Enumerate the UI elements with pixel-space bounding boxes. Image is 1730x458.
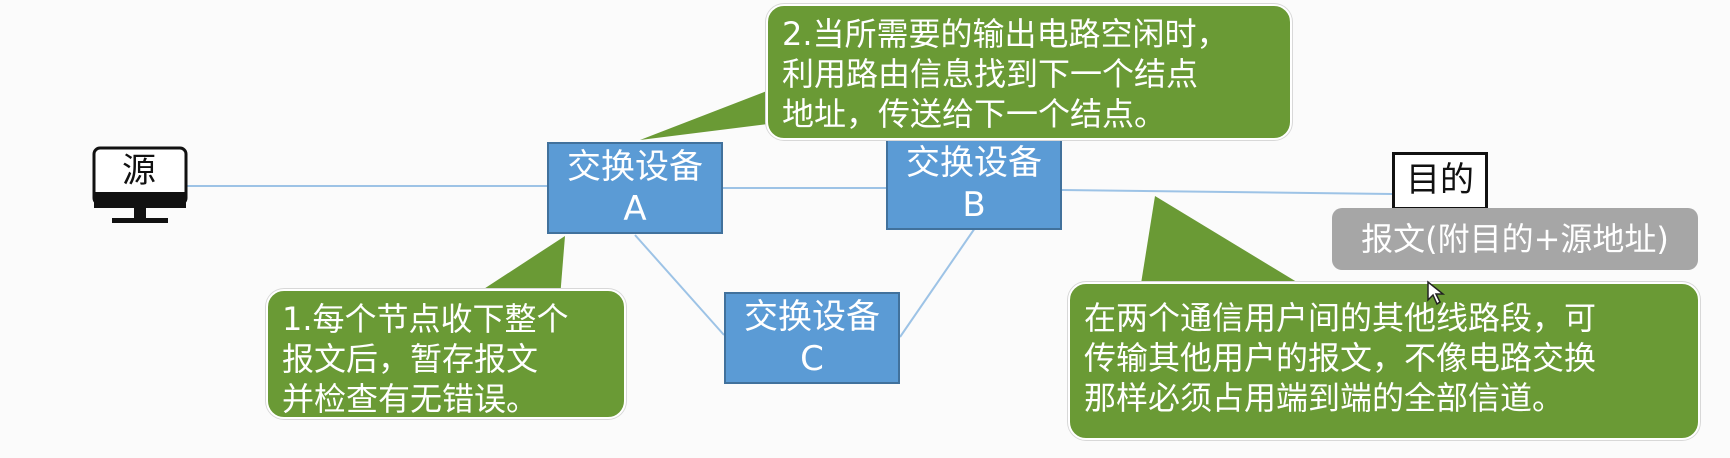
right-callout-tail: [1140, 196, 1310, 290]
callout-top-line-1: 2.当所需要的输出电路空闲时，: [782, 15, 1229, 53]
switch-a-name: 交换设备: [567, 147, 703, 187]
switch-a: 交换设备 A: [547, 142, 723, 234]
switch-c: 交换设备 C: [724, 292, 900, 384]
top-callout-tail: [640, 82, 800, 140]
link-b-dest: [1061, 189, 1393, 195]
source-label: 源: [122, 151, 156, 191]
link-a-c: [634, 234, 725, 336]
callout-left-line-1: 1.每个节点收下整个: [282, 300, 569, 338]
switch-c-letter: C: [800, 339, 824, 379]
switch-b-letter: B: [962, 185, 986, 225]
mouse-cursor-icon: [1427, 280, 1446, 306]
message-label: 报文(附目的+源地址): [1361, 220, 1669, 258]
callout-right-line-2: 传输其他用户的报文，不像电路交换: [1084, 339, 1597, 377]
destination-label: 目的: [1406, 160, 1474, 200]
callout-left: 1.每个节点收下整个 报文后，暂存报文 并检查有无错误。: [266, 289, 626, 419]
callout-top-line-3: 地址，传送给下一个结点。: [782, 95, 1167, 133]
callout-right: 在两个通信用户间的其他线路段，可 传输其他用户的报文，不像电路交换 那样必须占用…: [1068, 282, 1700, 440]
source-monitor: 源: [92, 146, 190, 228]
switch-a-letter: A: [623, 189, 647, 229]
left-callout-tail: [470, 236, 565, 298]
callout-top: 2.当所需要的输出电路空闲时， 利用路由信息找到下一个结点 地址，传送给下一个结…: [766, 4, 1292, 140]
monitor-icon: [92, 146, 188, 223]
callout-left-line-3: 并检查有无错误。: [282, 380, 539, 418]
callout-left-line-2: 报文后，暂存报文: [282, 340, 539, 378]
switch-b-name: 交换设备: [906, 143, 1042, 183]
switch-c-name: 交换设备: [744, 297, 880, 337]
switch-b: 交换设备 B: [886, 138, 1062, 230]
callout-right-line-1: 在两个通信用户间的其他线路段，可: [1084, 299, 1597, 337]
destination-box: 目的: [1392, 152, 1488, 210]
message-box: 报文(附目的+源地址): [1332, 208, 1698, 270]
callout-right-line-3: 那样必须占用端到端的全部信道。: [1084, 379, 1565, 417]
callout-top-line-2: 利用路由信息找到下一个结点: [782, 55, 1199, 93]
link-b-c: [899, 227, 976, 338]
